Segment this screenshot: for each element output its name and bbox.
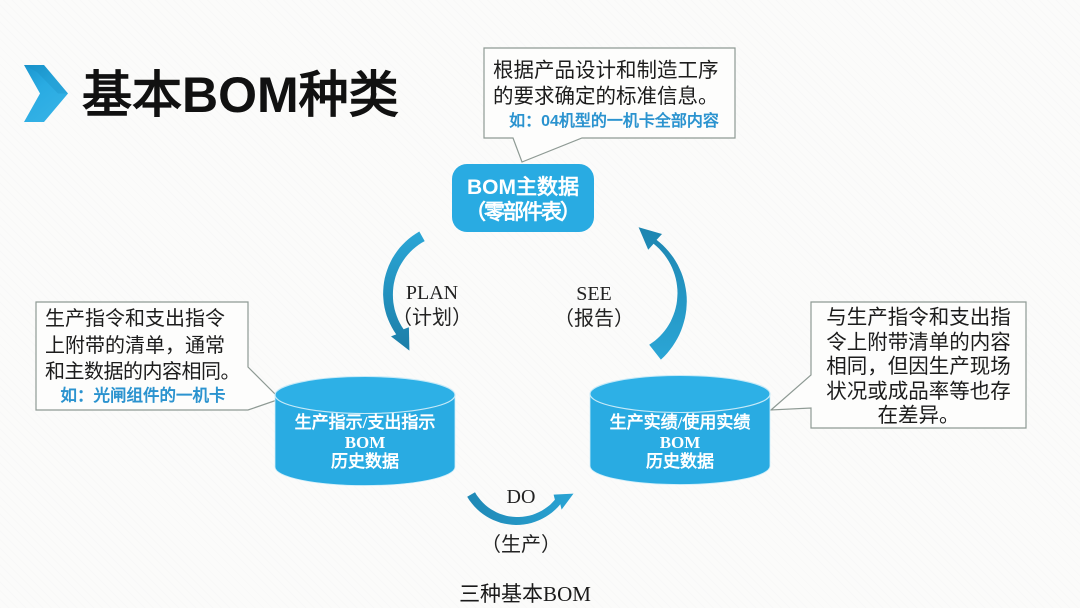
master-box: BOM主数据 （零部件表） [452, 166, 594, 234]
right-cylinder-line3: 历史数据 [646, 452, 714, 471]
do-arrow [467, 492, 574, 525]
plan-label: PLAN （计划） [382, 282, 482, 329]
right-cylinder-line1: 生产实绩/使用实绩 [609, 413, 751, 432]
right-callout: 与生产指令和支出指 令上附带清单的内容 相同，但因生产现场 状况或成品率等也存 … [811, 306, 1026, 429]
right-callout-line2: 令上附带清单的内容 [826, 331, 1011, 354]
plan-arrow [383, 231, 425, 351]
slide-title: 基本BOM种类 [82, 67, 399, 123]
see-en: SEE [576, 283, 612, 305]
left-callout-example: 如：光闸组件的一机卡 [60, 386, 226, 405]
right-cylinder: 生产实绩/使用实绩 BOM 历史数据 [590, 413, 770, 472]
left-callout-line2: 上附带的清单，通常 [45, 334, 225, 357]
master-box-line2: （零部件表） [465, 201, 581, 224]
left-cylinder-line1: 生产指示/支出指示 [294, 413, 436, 432]
do-en: DO [506, 486, 536, 508]
left-cylinder-shape [274, 375, 456, 486]
top-callout-line1: 根据产品设计和制造工序 [493, 60, 719, 82]
master-box-shape [452, 164, 594, 232]
master-box-line1: BOM主数据 [467, 176, 579, 199]
plan-zh: （计划） [392, 307, 472, 329]
do-zh: （生产） [481, 534, 561, 556]
bottom-caption: 三种基本BOM [459, 582, 591, 606]
see-label: SEE （报告） [544, 283, 644, 330]
right-callout-line5: 在差异。 [877, 405, 960, 428]
right-cylinder-line2: BOM [659, 432, 701, 452]
right-callout-line1: 与生产指令和支出指 [826, 307, 1011, 329]
see-zh: （报告） [554, 308, 634, 330]
title-chevron-icon [24, 65, 68, 122]
top-callout-example: 如：04机型的一机卡全部内容 [509, 113, 719, 130]
right-cylinder-shape [589, 374, 771, 485]
top-callout-line2: 的要求确定的标准信息。 [493, 85, 719, 108]
left-callout-line1: 生产指令和支出指令 [45, 308, 225, 330]
left-cylinder-line3: 历史数据 [331, 452, 399, 471]
left-cylinder: 生产指示/支出指示 BOM 历史数据 [275, 413, 455, 472]
right-callout-line4: 状况或成品率等也存 [826, 380, 1011, 403]
do-label: DO （生产） [471, 486, 571, 556]
left-callout-line3: 和主数据的内容相同。 [45, 361, 241, 383]
see-arrow [638, 227, 687, 360]
right-callout-shape [769, 301, 1027, 429]
right-callout-line3: 相同，但因生产现场 [826, 356, 1011, 379]
top-callout: 根据产品设计和制造工序 的要求确定的标准信息。 如：04机型的一机卡全部内容 [484, 59, 735, 130]
top-callout-shape [483, 47, 736, 163]
plan-en: PLAN [405, 282, 459, 304]
left-cylinder-line2: BOM [344, 432, 386, 452]
left-callout: 生产指令和支出指令 上附带的清单，通常 和主数据的内容相同。 如：光闸组件的一机… [36, 306, 248, 405]
